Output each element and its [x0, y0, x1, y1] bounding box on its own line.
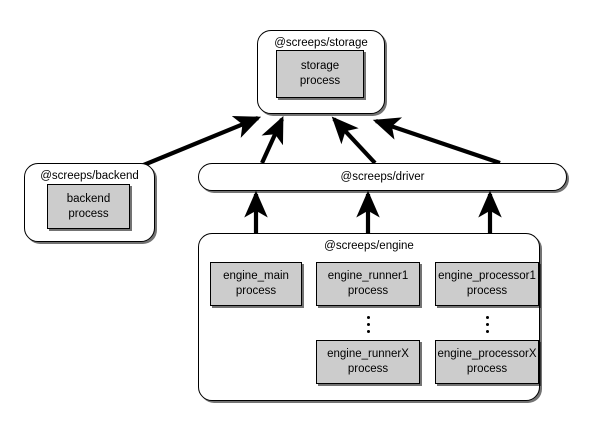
- process-storage-line2: process: [299, 75, 341, 87]
- process-engine-processor1-line2: process: [466, 285, 508, 297]
- process-engine-runner1: engine_runner1 process: [316, 262, 420, 306]
- process-engine-runnerx-line1: engine_runnerX: [327, 348, 409, 360]
- arrow-driver-to-storage-2: [331, 116, 377, 165]
- arrow-driver-to-storage-3: [372, 117, 501, 165]
- process-backend-line2: process: [68, 207, 109, 220]
- process-backend-line1: backend: [66, 192, 111, 205]
- process-backend: backend process: [47, 184, 130, 229]
- process-storage: storage process: [276, 50, 364, 98]
- process-engine-runner1-line1: engine_runner1: [327, 270, 409, 282]
- package-backend-label: @screeps/backend: [40, 170, 139, 182]
- processor-ellipsis-icon: [482, 312, 492, 333]
- process-engine-processorx: engine_processorX process: [435, 340, 539, 384]
- process-engine-processor1: engine_processor1 process: [435, 262, 539, 306]
- package-engine-label: @screeps/engine: [324, 240, 414, 252]
- process-engine-main: engine_main process: [210, 262, 302, 306]
- process-engine-runnerx-line2: process: [347, 363, 389, 375]
- package-storage-label: @screeps/storage: [274, 37, 368, 49]
- process-engine-runnerx: engine_runnerX process: [316, 340, 420, 384]
- process-engine-runner1-line2: process: [347, 285, 389, 297]
- runner-ellipsis-icon: [363, 312, 373, 333]
- process-engine-processorx-line1: engine_processorX: [437, 348, 537, 360]
- package-driver-label: @screeps/driver: [340, 171, 425, 183]
- process-engine-main-line2: process: [235, 285, 277, 297]
- process-engine-processorx-line2: process: [466, 363, 508, 375]
- process-storage-line1: storage: [300, 60, 340, 72]
- process-engine-processor1-line1: engine_processor1: [438, 270, 536, 282]
- package-driver: @screeps/driver: [198, 163, 567, 191]
- process-engine-main-line1: engine_main: [223, 270, 289, 282]
- arrow-driver-to-storage-1: [260, 115, 284, 164]
